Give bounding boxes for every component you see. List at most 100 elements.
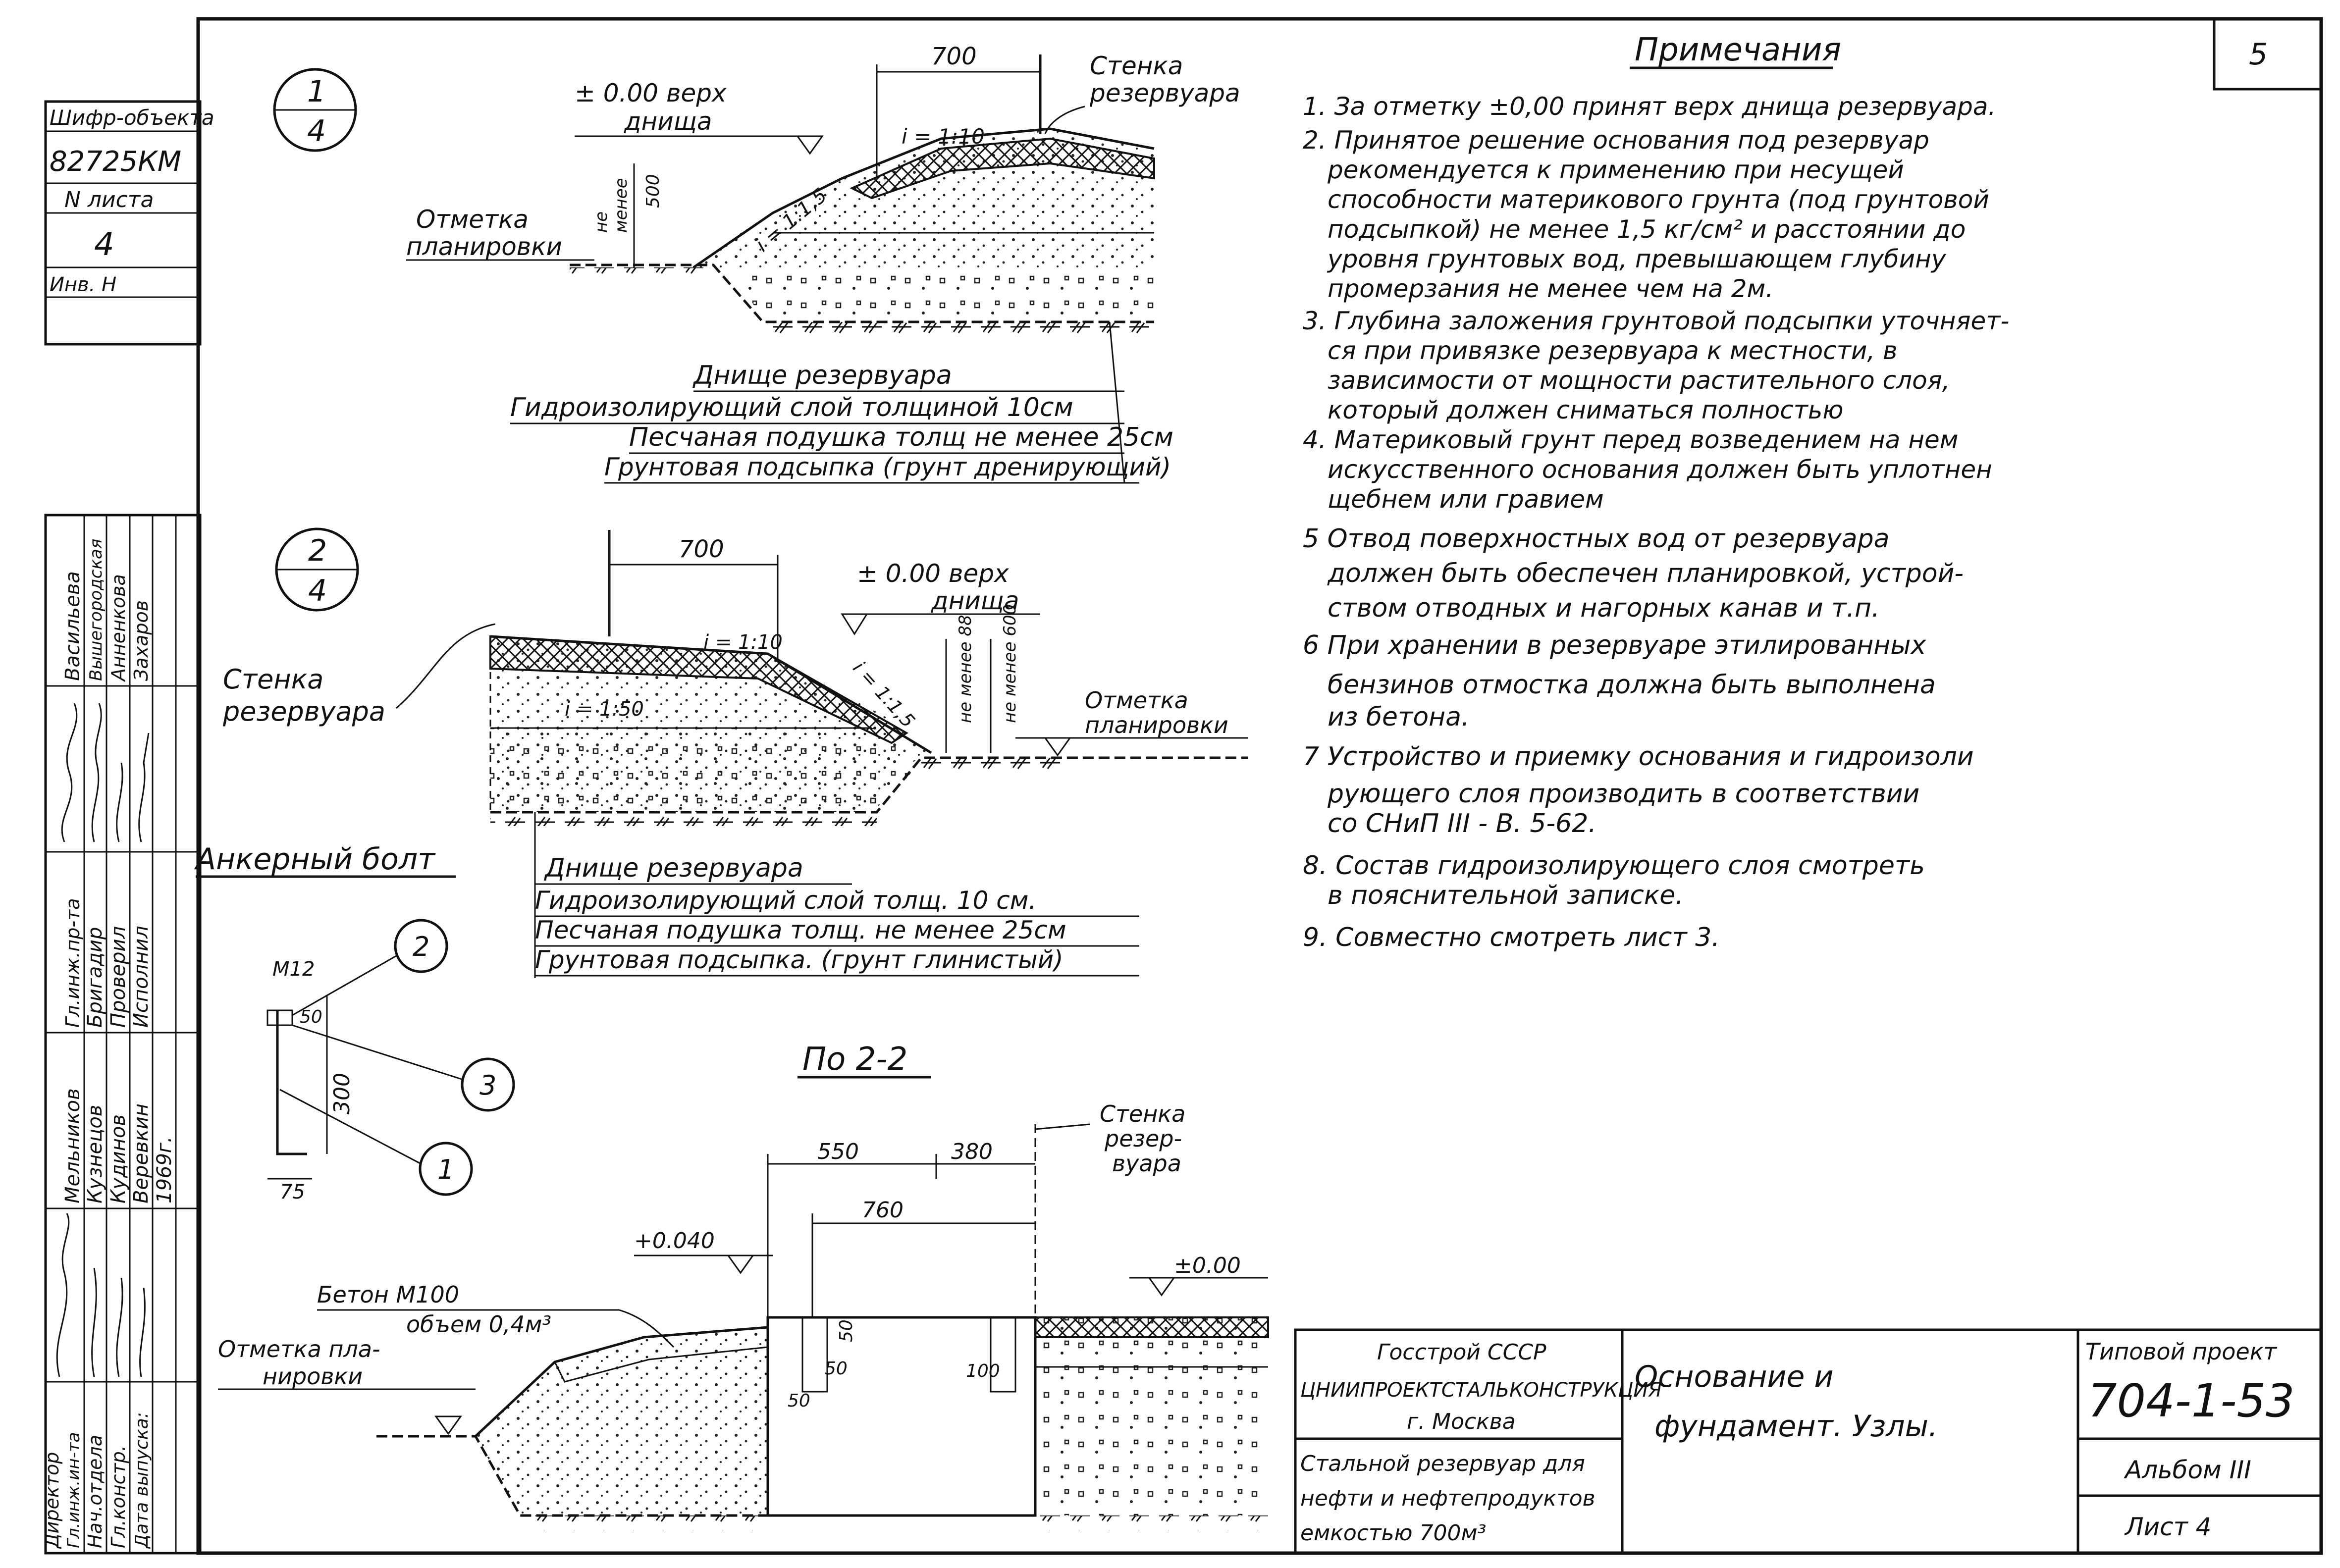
detail-1-legend-0: Днище резервуара bbox=[692, 361, 952, 390]
note-line-16: ством отводных и нагорных канав и т.п. bbox=[1328, 593, 1880, 623]
section-grade-line2: нировки bbox=[263, 1363, 363, 1390]
album-label: Альбом III bbox=[2124, 1456, 2251, 1484]
detail-2-marker-top: 2 bbox=[308, 533, 327, 568]
anchor-callout-2: 2 bbox=[292, 919, 448, 1016]
detail-2-grade-line2: планировки bbox=[1085, 712, 1228, 738]
detail-1-marker: 1 4 bbox=[273, 68, 357, 152]
note-line-5: уровня грунтовых вод, превышающем глубин… bbox=[1327, 245, 1947, 273]
object-line2: нефти и нефтепродуктов bbox=[1300, 1486, 1595, 1511]
note-line-17: 6 При хранении в резервуаре этилированны… bbox=[1303, 630, 1926, 660]
detail-2-slope-top: i = 1:10 bbox=[703, 631, 783, 654]
code-stamp: Шифр-объекта 82725КМ N листа 4 Инв. Н bbox=[44, 100, 214, 346]
detail-1-depth-a: не bbox=[591, 211, 611, 233]
detail-1-legend-1: Гидроизолирующий слой толщиной 10см bbox=[510, 393, 1073, 422]
signature-scribbles bbox=[56, 703, 150, 1377]
detail-2-dim-700-text: 700 bbox=[679, 535, 724, 563]
title-block: Госстрой СССР ЦНИИПРОЕКТСТАЛЬКОНСТРУКЦИЯ… bbox=[1294, 1328, 2323, 1555]
note-line-20: 7 Устройство и приемку основания и гидро… bbox=[1303, 742, 1974, 772]
org-line1: Госстрой СССР bbox=[1377, 1340, 1546, 1365]
name-verevkin: Веревкин bbox=[130, 1103, 153, 1203]
notes-title: Примечания bbox=[1635, 32, 1841, 68]
note-line-9: зависимости от мощности растительного сл… bbox=[1328, 366, 1950, 395]
org-line3: г. Москва bbox=[1407, 1409, 1516, 1434]
detail-1-depth-dim: не менее 500 bbox=[591, 163, 663, 267]
anchor-thread: М12 bbox=[272, 958, 315, 981]
role-department-head: Нач.отдела bbox=[84, 1435, 106, 1548]
drawing-title-line1: Основание и bbox=[1635, 1359, 1833, 1394]
release-year: 1969г. bbox=[153, 1136, 176, 1203]
section-title: По 2-2 bbox=[802, 1041, 907, 1078]
anchor-bolt: Анкерный болт М12 50 300 75 2 3 1 bbox=[194, 842, 515, 1203]
detail-1-zero-mark: ± 0.00 верх днища bbox=[575, 79, 824, 155]
detail-2-wall-line2: резервуара bbox=[222, 696, 385, 727]
detail-1-waterproof-layer bbox=[850, 137, 1155, 200]
note-line-12: искусственного основания должен быть упл… bbox=[1328, 455, 1992, 484]
ring-foundation bbox=[766, 1316, 1037, 1517]
detail-1-zero-line2: днища bbox=[624, 107, 712, 136]
role-release-date: Дата выпуска: bbox=[132, 1412, 152, 1549]
note-line-22: со СНиП III - В. 5-62. bbox=[1328, 809, 1596, 838]
notes: Примечания 1. За отметку ±0,00 принят ве… bbox=[1303, 32, 2009, 952]
detail-1-dim-700-text: 700 bbox=[931, 43, 977, 70]
role-checked: Проверил bbox=[107, 926, 130, 1028]
corner-sheet-number: 5 bbox=[2249, 37, 2268, 72]
detail-2-wall-line1: Стенка bbox=[223, 664, 323, 695]
detail-1-grade-line2: планировки bbox=[406, 232, 562, 261]
detail-2: 2 4 Стенка резервуара 700 ± 0.00 верх дн… bbox=[222, 527, 1248, 978]
org-line2: ЦНИИПРОЕКТСТАЛЬКОНСТРУКЦИЯ bbox=[1300, 1379, 1662, 1402]
detail-2-depth-a: не менее 88 bbox=[956, 615, 975, 723]
object-line3: емкостью 700м³ bbox=[1300, 1520, 1486, 1546]
detail-1-marker-bottom: 4 bbox=[307, 114, 326, 149]
sheet-no-value: 4 bbox=[94, 226, 114, 263]
name-annenkova: Анненкова bbox=[107, 574, 129, 682]
note-line-15: должен быть обеспечен планировкой, устро… bbox=[1327, 559, 1964, 588]
section-dim-50c: 50 bbox=[788, 1391, 810, 1411]
section-mark-zero: ±0.00 bbox=[1129, 1253, 1268, 1297]
role-director: Директор bbox=[41, 1452, 63, 1549]
section-concrete-line1: Бетон М100 bbox=[317, 1281, 459, 1308]
detail-2-marker-bottom: 4 bbox=[308, 574, 327, 608]
anchor-dim-300: 300 bbox=[329, 1073, 355, 1114]
detail-2-legend: Днище резервуара Гидроизолирующий слой т… bbox=[534, 812, 1139, 978]
name-vyshegorodskaya: Вышегородская bbox=[86, 539, 106, 681]
detail-2-depth-b: не менее 600 bbox=[1000, 604, 1020, 723]
section-mark-plus: +0.040 bbox=[634, 1228, 773, 1274]
detail-2-marker: 2 4 bbox=[275, 527, 359, 612]
anchor-dim-50: 50 bbox=[300, 1007, 322, 1027]
note-line-18: бензинов отмостка должна быть выполнена bbox=[1328, 670, 1936, 700]
detail-1-fill bbox=[733, 267, 1154, 322]
project-number: 704-1-53 bbox=[2088, 1374, 2295, 1427]
sheet-no-label: N листа bbox=[64, 187, 154, 212]
note-line-13: щебнем или гравием bbox=[1328, 485, 1604, 514]
note-line-7: 3. Глубина заложения грунтовой подсыпки … bbox=[1303, 307, 2009, 335]
detail-2-grade-line1: Отметка bbox=[1085, 687, 1188, 714]
detail-2-legend-0: Днище резервуара bbox=[544, 853, 803, 883]
anchor-title: Анкерный болт bbox=[194, 842, 436, 877]
anchor-callout-3: 3 bbox=[292, 1024, 515, 1112]
section-dim-760: 760 bbox=[862, 1198, 904, 1223]
section-right-fill bbox=[1035, 1317, 1268, 1516]
detail-2-zero-mark: ± 0.00 верх днища bbox=[841, 559, 1040, 635]
name-kuznetsov: Кузнецов bbox=[84, 1105, 106, 1203]
code-label: Шифр-объекта bbox=[50, 105, 214, 130]
section-dim-380: 380 bbox=[951, 1139, 993, 1164]
note-line-25: 9. Совместно смотреть лист 3. bbox=[1303, 923, 1720, 952]
section-left-fill bbox=[476, 1327, 768, 1516]
anchor-callout-1-text: 1 bbox=[437, 1154, 454, 1185]
note-line-0: 1. За отметку ±0,00 принят верх днища ре… bbox=[1303, 92, 1996, 121]
detail-1-zero-line1: ± 0.00 верх bbox=[575, 79, 727, 107]
detail-2-subsoil bbox=[490, 812, 877, 826]
anchor-callout-2-text: 2 bbox=[413, 931, 429, 962]
note-line-6: промерзания не менее чем на 2м. bbox=[1328, 274, 1773, 303]
note-line-8: ся при привязке резервуара к местности, … bbox=[1328, 336, 1898, 365]
anchor-dim-75: 75 bbox=[280, 1181, 305, 1203]
object-line1: Стальной резервуар для bbox=[1300, 1451, 1585, 1476]
anchor-callout-1: 1 bbox=[279, 1089, 473, 1196]
note-line-23: 8. Состав гидроизолирующего слоя смотрет… bbox=[1303, 851, 1925, 881]
note-line-24: в пояснительной записке. bbox=[1328, 881, 1684, 910]
note-line-10: который должен сниматься полностью bbox=[1328, 396, 1843, 424]
detail-2-legend-1: Гидроизолирующий слой толщ. 10 см. bbox=[535, 886, 1036, 915]
detail-1-dim-700: 700 bbox=[876, 43, 1040, 178]
section-concrete-line2: объем 0,4м³ bbox=[406, 1311, 551, 1338]
